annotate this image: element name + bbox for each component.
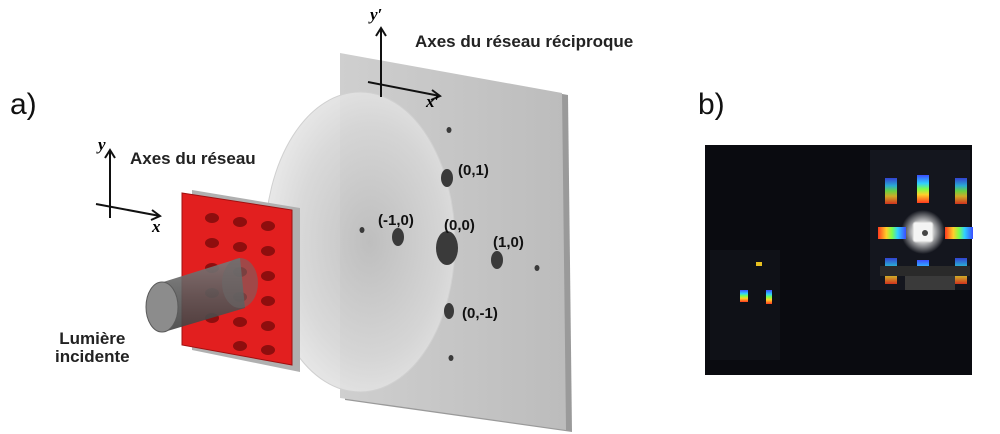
spot-0-1 bbox=[441, 169, 453, 187]
incident-beam bbox=[145, 258, 258, 333]
spot-2-0 bbox=[534, 265, 540, 271]
order-0-minus1-label: (0,-1) bbox=[462, 305, 498, 322]
incident-light-title: Lumière incidente bbox=[55, 330, 130, 366]
panel-b-label: b) bbox=[698, 88, 725, 121]
incident-light-line2: incidente bbox=[55, 346, 130, 366]
spot-0-minus1 bbox=[444, 303, 454, 319]
axis-y-prime-label: y′ bbox=[368, 5, 382, 24]
order-0-1-label: (0,1) bbox=[458, 162, 489, 179]
lattice-axes bbox=[95, 148, 162, 221]
order-0-0-label: (0,0) bbox=[444, 217, 475, 234]
incident-light-line1: Lumière bbox=[59, 329, 126, 348]
spot-0-0 bbox=[436, 231, 458, 265]
axis-x-prime-label: x′ bbox=[425, 92, 439, 111]
axis-y-label: y bbox=[96, 135, 106, 154]
axis-x-label: x bbox=[151, 217, 161, 236]
lattice-axes-title: Axes du réseau bbox=[130, 149, 256, 168]
order-minus1-0-label: (-1,0) bbox=[378, 212, 414, 229]
spot-1-0 bbox=[491, 251, 503, 269]
panel-a-label: a) bbox=[10, 88, 37, 121]
order-1-0-label: (1,0) bbox=[493, 234, 524, 251]
reciprocal-axes bbox=[367, 26, 442, 101]
diffraction-spots bbox=[359, 127, 540, 361]
spot-minus2-0 bbox=[359, 227, 365, 233]
spot-minus1-0 bbox=[392, 228, 404, 246]
spot-0-2 bbox=[446, 127, 452, 133]
reciprocal-axes-title: Axes du réseau réciproque bbox=[415, 32, 634, 51]
spot-0-minus2 bbox=[448, 355, 454, 361]
diffraction-photo bbox=[705, 145, 973, 375]
